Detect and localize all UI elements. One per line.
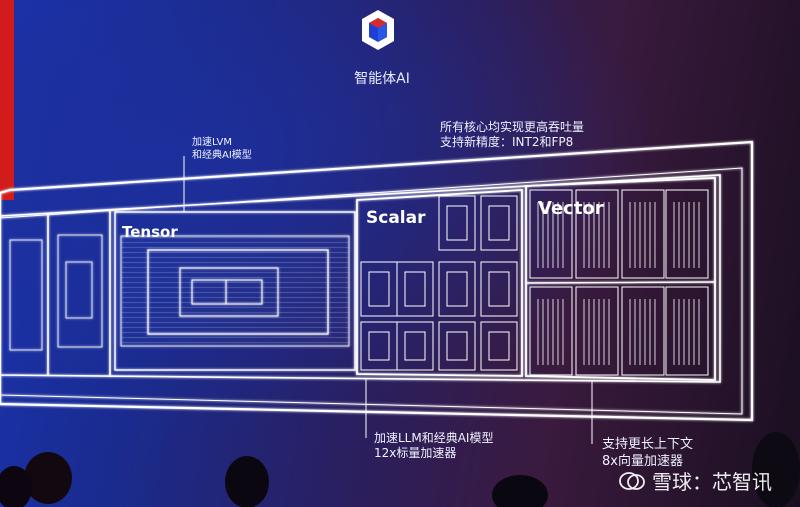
- scalar-core: [396, 261, 434, 317]
- vector-annotation-line-1: 支持更长上下文: [602, 437, 694, 452]
- scalar-core: [480, 195, 518, 251]
- core-band: [0, 174, 721, 383]
- scalar-core: [480, 321, 518, 371]
- scalar-core: [396, 321, 434, 371]
- vector-core: [529, 189, 573, 279]
- scalar-label: Scalar: [366, 208, 426, 228]
- vector-core: [529, 286, 573, 376]
- watermark-text: 雪球：芯智讯: [652, 470, 772, 494]
- vector-annotation: 支持更长上下文 8x向量加速器: [602, 436, 693, 470]
- vector-core: [621, 189, 665, 279]
- outer-frame: [0, 140, 754, 422]
- watermark: 雪球：芯智讯: [618, 466, 772, 495]
- vector-core: [621, 286, 665, 376]
- scalar-annotation-line-2: 12x标量加速器: [374, 446, 457, 460]
- tensor-annotation: 加速LVM 和经典AI模型: [192, 136, 252, 162]
- scalar-core: [480, 261, 518, 317]
- tensor-label: Tensor: [122, 223, 178, 241]
- vector-core: [665, 189, 709, 279]
- top-right-annotation: 所有核心均实现更高吞吐量 支持新精度：INT2和FP8: [440, 120, 584, 150]
- tensor-annotation-line-1: 加速LVM: [192, 137, 232, 148]
- scalar-annotation-line-1: 加速LLM和经典AI模型: [374, 431, 494, 445]
- top-right-annotation-line-2: 支持新精度：INT2和FP8: [440, 135, 574, 149]
- vector-annotation-line-2: 8x向量加速器: [602, 454, 683, 469]
- scalar-annotation: 加速LLM和经典AI模型 12x标量加速器: [374, 431, 493, 461]
- vector-core: [575, 286, 619, 376]
- scalar-block: [356, 189, 523, 377]
- red-edge: [0, 0, 14, 200]
- logo-label: 智能体AI: [354, 71, 410, 87]
- tensor-annotation-line-2: 和经典AI模型: [192, 150, 252, 161]
- vector-block: [525, 177, 716, 381]
- vector-core: [575, 189, 619, 279]
- tensor-block: [114, 211, 356, 371]
- inner-frame: [0, 167, 743, 415]
- top-right-annotation-line-1: 所有核心均实现更高吞吐量: [440, 120, 585, 134]
- scalar-core: [438, 321, 476, 371]
- vector-label: Vector: [538, 198, 604, 219]
- scalar-core: [438, 261, 476, 317]
- hexagon-logo-icon: [362, 10, 394, 50]
- snowball-icon: [619, 471, 645, 490]
- vector-core: [665, 286, 709, 376]
- scalar-core: [438, 195, 476, 251]
